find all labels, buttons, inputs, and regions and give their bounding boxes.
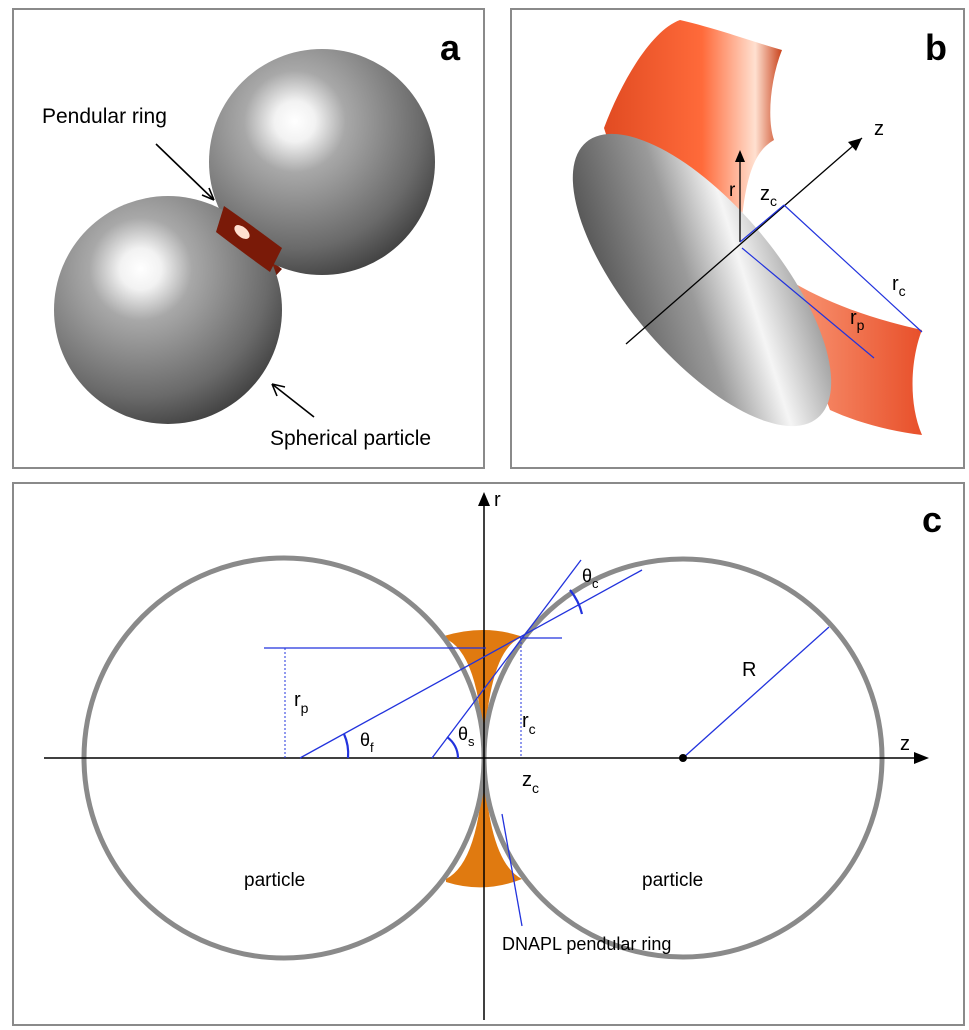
theta-c-arc bbox=[569, 589, 584, 615]
z-axis-label: z bbox=[874, 118, 884, 140]
dnapl-ring-label: DNAPL pendular ring bbox=[502, 934, 671, 954]
theta-f-arc bbox=[342, 733, 350, 759]
panel-c-figure: z r rp rc zc θf θs bbox=[44, 489, 942, 1020]
right-particle-center bbox=[679, 754, 687, 762]
rc-label: rc bbox=[892, 273, 906, 299]
panel-a-figure: a Pendular ring Spherical particle bbox=[42, 27, 461, 450]
sphere-lower bbox=[54, 196, 282, 424]
z-axis-arrowhead bbox=[914, 752, 929, 764]
rp-label: rp bbox=[850, 307, 865, 333]
pendular-ring-label: Pendular ring bbox=[42, 105, 167, 128]
rp-label: rp bbox=[294, 689, 309, 716]
z-axis-label: z bbox=[900, 733, 910, 755]
zc-label: zc bbox=[760, 183, 777, 209]
rc-line bbox=[783, 204, 923, 333]
r-axis-label: r bbox=[494, 489, 501, 511]
particle-surface-disk bbox=[572, 133, 832, 427]
sphere-upper bbox=[209, 49, 435, 275]
zc-line bbox=[739, 204, 785, 243]
panel-c-letter: c bbox=[922, 499, 942, 540]
panel-c: z r rp rc zc θf θs bbox=[12, 482, 965, 1026]
rp-line bbox=[741, 247, 875, 359]
theta-f-line bbox=[299, 569, 643, 759]
r-vector-arrowhead bbox=[735, 150, 745, 162]
particle-left-label: particle bbox=[244, 870, 305, 891]
theta-s-label: θs bbox=[458, 724, 475, 749]
spherical-particle-label: Spherical particle bbox=[270, 427, 431, 450]
radius-R-line bbox=[682, 626, 830, 759]
particle-right-label: particle bbox=[642, 870, 703, 891]
theta-f-label: θf bbox=[360, 730, 374, 755]
r-label: r bbox=[729, 180, 736, 201]
panel-b: z r zc rc rp b bbox=[510, 8, 965, 469]
panel-b-letter: b bbox=[925, 27, 947, 68]
spherical-particle-arrow bbox=[271, 383, 315, 418]
panel-a-letter: a bbox=[440, 27, 461, 68]
ring-label-leader bbox=[501, 813, 523, 927]
radius-R-label: R bbox=[742, 659, 756, 681]
theta-c-label: θc bbox=[582, 566, 599, 591]
panel-b-figure: z r zc rc rp b bbox=[572, 20, 947, 435]
zc-label: zc bbox=[522, 769, 539, 796]
z-axis-arrowhead bbox=[848, 138, 862, 151]
ring-highlight bbox=[234, 225, 250, 239]
pendular-ring-visible bbox=[216, 206, 282, 272]
r-axis-arrowhead bbox=[478, 492, 490, 506]
theta-s-line bbox=[431, 559, 582, 759]
theta-s-arc bbox=[446, 736, 460, 759]
panel-a: a Pendular ring Spherical particle bbox=[12, 8, 485, 469]
pendular-ring-upper bbox=[444, 630, 520, 756]
rc-label: rc bbox=[522, 710, 536, 737]
pendular-ring-arrow bbox=[155, 143, 215, 201]
z-axis-line bbox=[625, 137, 863, 345]
